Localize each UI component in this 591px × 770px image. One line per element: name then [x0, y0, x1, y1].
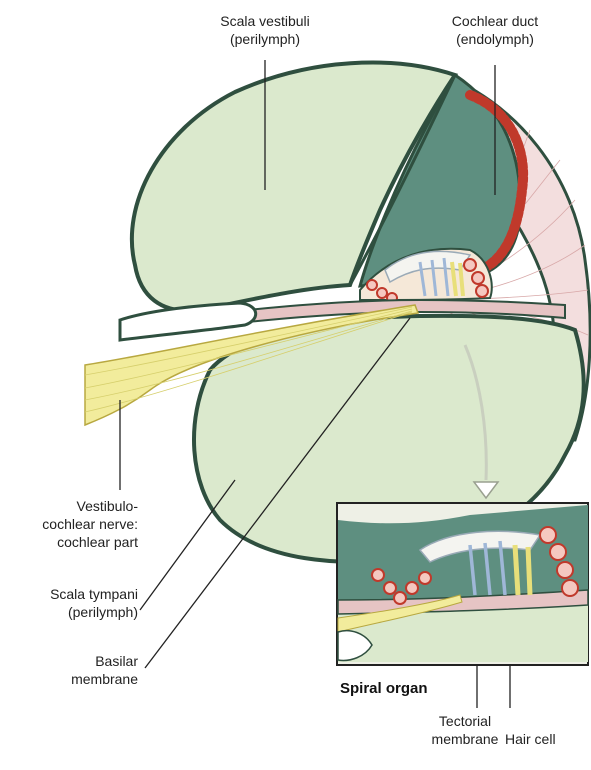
label-tectorial-membrane: Tectorial membrane: [420, 712, 510, 748]
modiolus-gap: [120, 303, 256, 340]
label-vestibulocochlear-nerve: Vestibulo- cochlear nerve: cochlear part: [2, 497, 138, 551]
label-scala-vestibuli: Scala vestibuli (perilymph): [200, 12, 330, 48]
label-spiral-organ: Spiral organ: [340, 680, 428, 698]
label-basilar-membrane: Basilar membrane: [2, 652, 138, 688]
spiral-organ-inset: [337, 503, 588, 665]
label-cochlear-duct: Cochlear duct (endolymph): [425, 12, 565, 48]
label-hair-cell: Hair cell: [505, 730, 556, 748]
label-scala-tympani: Scala tympani (perilymph): [2, 585, 138, 621]
